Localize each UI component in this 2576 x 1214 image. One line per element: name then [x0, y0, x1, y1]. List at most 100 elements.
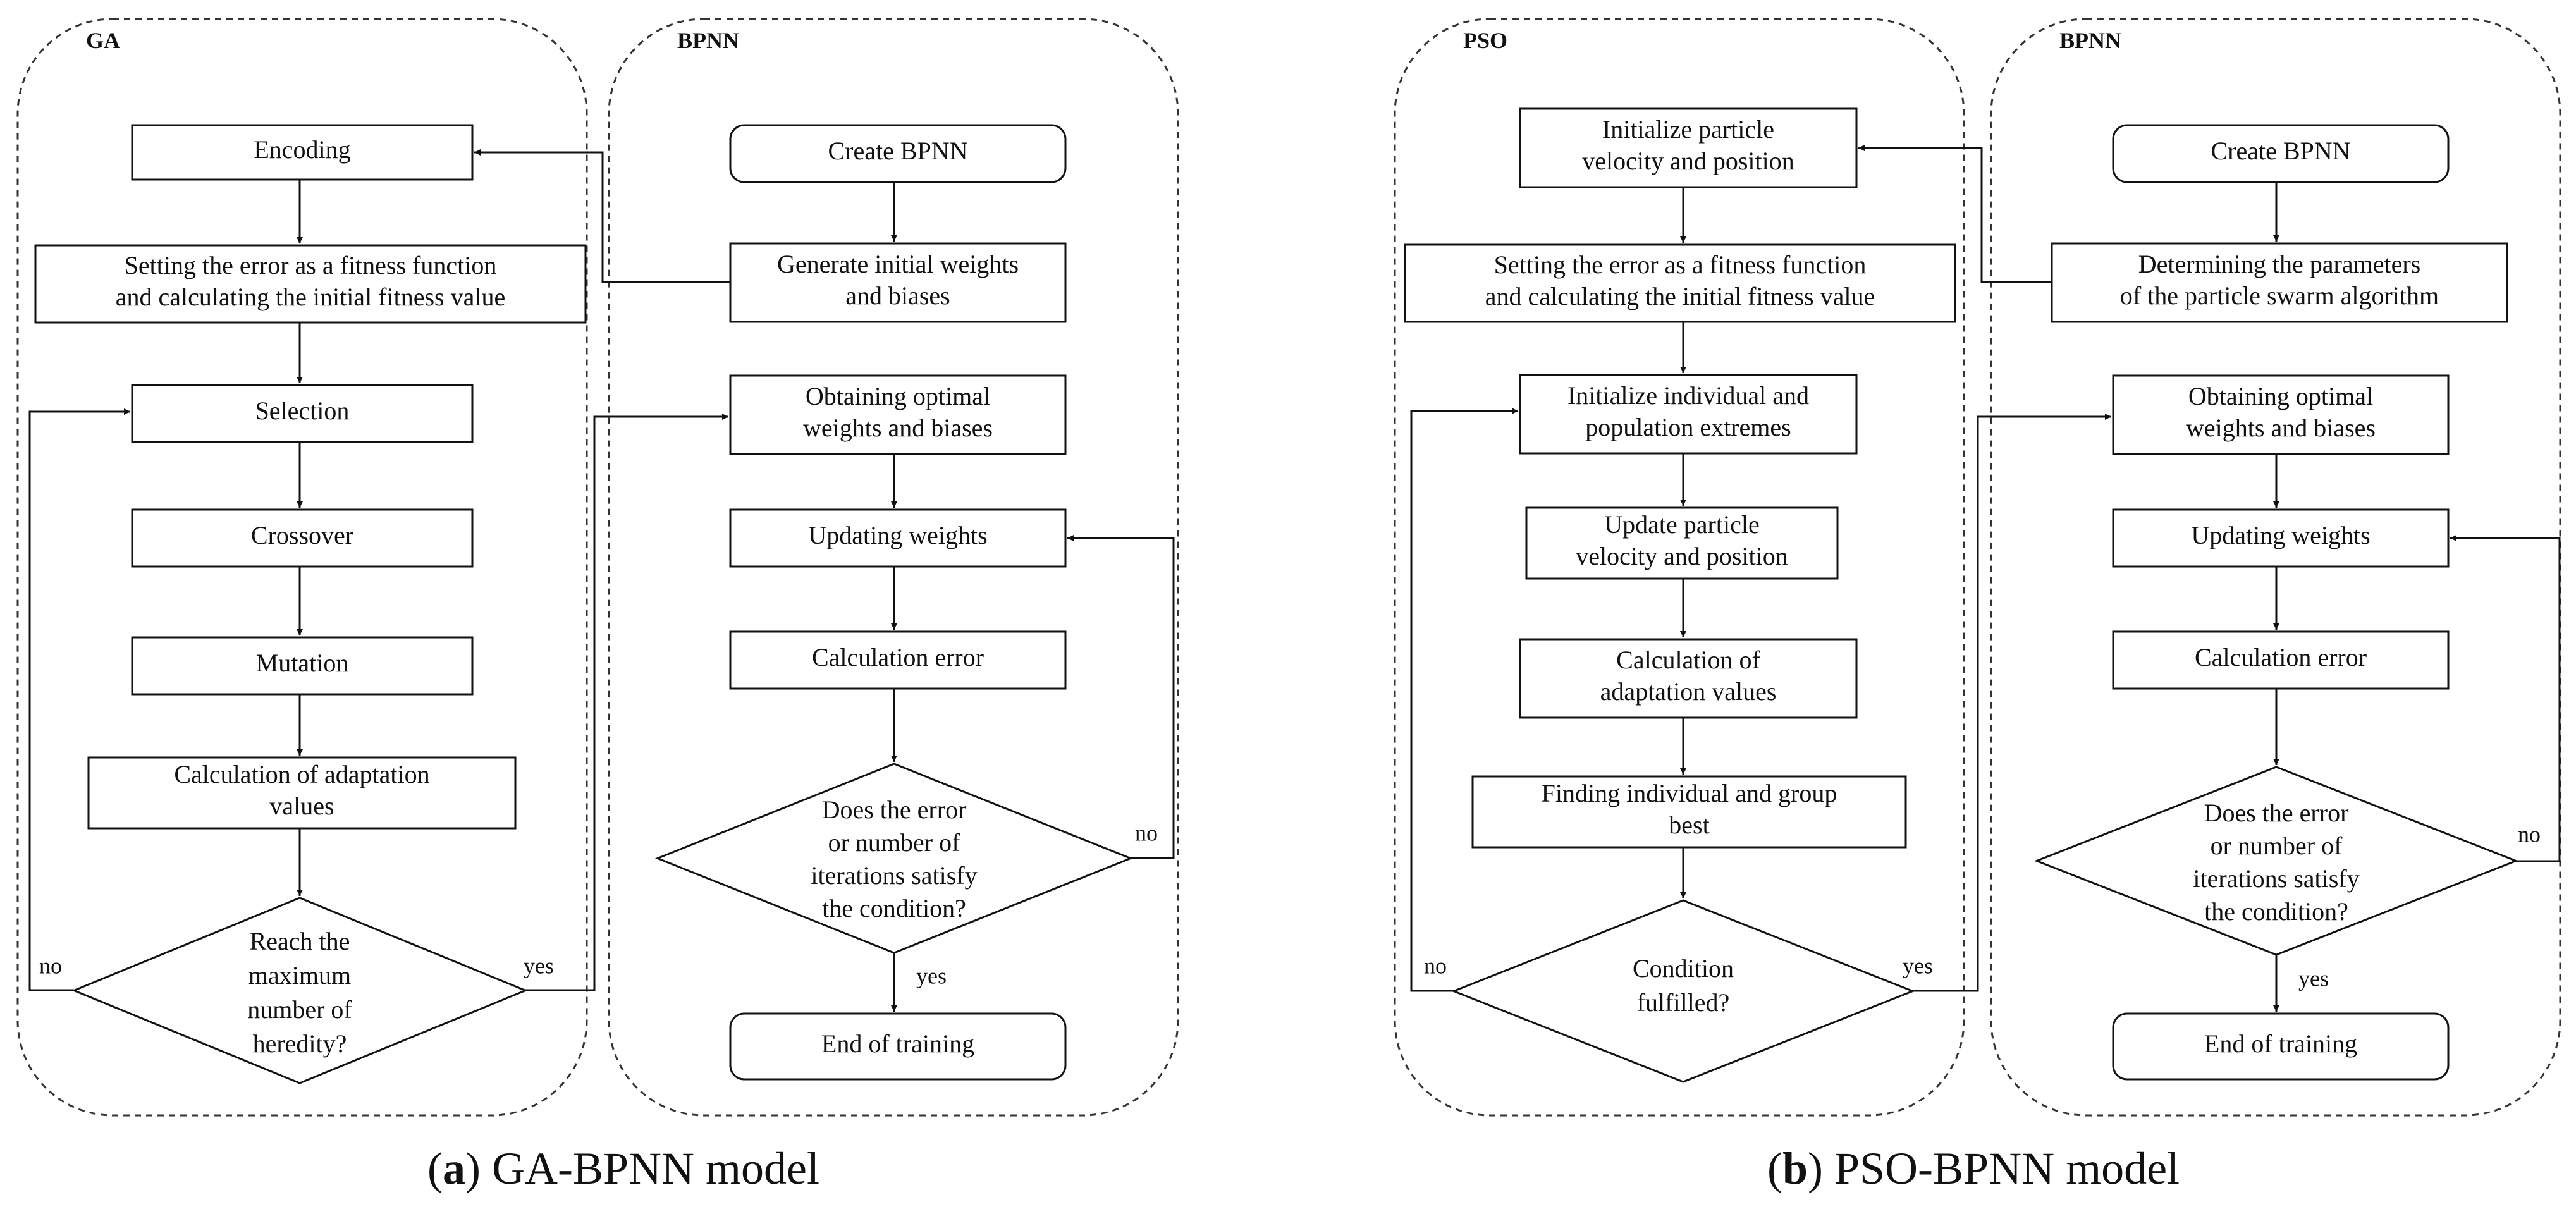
- node-calcerror-b: Calculation error: [2112, 630, 2450, 690]
- group-ga: [16, 18, 588, 1117]
- node-end-b: End of training: [2112, 1012, 2450, 1081]
- node-init-extremes-label-1: Initialize individual and: [1567, 381, 1809, 410]
- node-decision-pso-shape: [1451, 899, 1916, 1083]
- caption-a: (a) GA-BPNN model: [427, 1143, 819, 1194]
- node-end-a: End of training: [729, 1012, 1067, 1081]
- node-decision-ga-label-1: Reach the: [250, 927, 350, 955]
- node-adaptation-a-box: [87, 756, 517, 830]
- node-calcerror-a: Calculation error: [729, 630, 1067, 690]
- node-create-b-label-1: Create BPNN: [2211, 137, 2350, 165]
- node-updating-b-box: [2112, 508, 2450, 568]
- node-decision-bp-b-label-3: iterations satisfy: [2193, 864, 2359, 893]
- edge-params-initparticle: [1858, 145, 2052, 283]
- node-fitness-b: Setting the error as a fitness function a…: [1404, 243, 1956, 323]
- node-calcerror-b-label-1: Calculation error: [2195, 643, 2367, 671]
- node-generate-label-1: Generate initial weights: [777, 250, 1019, 278]
- node-fitness-a-label-1: Setting the error as a fitness function: [125, 251, 497, 279]
- node-optimal-a-label-2: weights and biases: [803, 414, 993, 442]
- node-optimal-a: Obtaining optimal weights and biases: [729, 374, 1067, 455]
- node-create-a-label-1: Create BPNN: [828, 137, 967, 165]
- edge-label-no-pso: no: [1424, 953, 1447, 978]
- edge-decision-ga-yes: [525, 414, 728, 991]
- group-bpnn-b-title: BPNN: [2059, 28, 2121, 53]
- group-ga-title: GA: [86, 28, 120, 53]
- node-adaptation-a-label-2: values: [269, 792, 334, 820]
- node-crossover-box: [131, 508, 474, 568]
- node-crossover: Crossover: [131, 508, 474, 568]
- node-encoding: Encoding: [131, 124, 474, 181]
- node-init-particle: Initialize particle velocity and position: [1519, 107, 1858, 188]
- node-adaptation-b: Calculation of adaptation values: [1519, 638, 1858, 719]
- edge-decision-ga-no: [28, 408, 130, 991]
- edge-decision-bp-no-a: [1067, 535, 1175, 859]
- node-end-b-box: [2112, 1012, 2450, 1081]
- node-init-particle-label-1: Initialize particle: [1602, 115, 1774, 144]
- edge-decision-pso-yes: [1913, 414, 2111, 992]
- node-finding-label-2: best: [1669, 811, 1709, 839]
- node-decision-ga-shape: [71, 897, 528, 1084]
- node-updating-b-label-1: Updating weights: [2191, 521, 2370, 549]
- node-mutation: Mutation: [131, 636, 474, 696]
- node-adaptation-a-label-1: Calculation of adaptation: [174, 760, 429, 788]
- node-decision-ga-label-4: heredity?: [253, 1029, 347, 1058]
- edge-label-yes-pso: yes: [1903, 953, 1933, 978]
- node-calcerror-a-box: [729, 630, 1067, 690]
- node-params: Determining the parameters of the particl…: [2051, 242, 2508, 323]
- node-decision-bp-a-shape: [654, 763, 1134, 954]
- node-init-extremes-label-2: population extremes: [1585, 413, 1791, 441]
- node-fitness-b-label-1: Setting the error as a fitness function: [1494, 250, 1867, 279]
- node-fitness-b-box: [1404, 243, 1956, 323]
- edge-label-yes-ga: yes: [524, 953, 554, 978]
- node-selection-label-1: Selection: [255, 396, 350, 425]
- node-fitness-b-label-2: and calculating the initial fitness valu…: [1485, 282, 1875, 310]
- node-adaptation-b-box: [1519, 638, 1858, 719]
- node-optimal-b-box: [2112, 374, 2450, 455]
- node-calcerror-b-box: [2112, 630, 2450, 690]
- edge-decision-pso-no: [1410, 408, 1518, 992]
- node-decision-bp-b-shape: [2033, 766, 2519, 956]
- node-decision-bp-a-label-1: Does the error: [822, 795, 967, 824]
- node-adaptation-a: Calculation of adaptation values: [87, 756, 517, 830]
- edge-label-no-bp-b: no: [2518, 821, 2541, 847]
- node-optimal-b-label-2: weights and biases: [2186, 414, 2376, 442]
- node-update-particle-label-1: Update particle: [1604, 510, 1759, 539]
- node-end-b-label-1: End of training: [2204, 1029, 2357, 1058]
- node-create-b-box: [2112, 124, 2450, 183]
- group-bpnn-a-title: BPNN: [677, 28, 739, 53]
- node-encoding-box: [131, 124, 474, 181]
- node-decision-bp-a-label-3: iterations satisfy: [811, 861, 977, 890]
- node-adaptation-b-label-1: Calculation of: [1616, 646, 1760, 674]
- node-decision-bp-b-label-2: or number of: [2211, 831, 2343, 860]
- node-finding: Finding individual and group best: [1471, 775, 1907, 849]
- group-bpnn-a: [608, 18, 1179, 1117]
- node-init-extremes-box: [1519, 374, 1858, 455]
- node-decision-bp-b-label-1: Does the error: [2204, 799, 2349, 827]
- edge-generate-encoding: [474, 149, 730, 283]
- node-create-b: Create BPNN: [2112, 124, 2450, 183]
- node-optimal-a-label-1: Obtaining optimal: [806, 382, 990, 410]
- node-init-extremes: Initialize individual and population extr…: [1519, 374, 1858, 455]
- node-decision-pso-label-2: fulfilled?: [1637, 988, 1730, 1017]
- node-updating-a: Updating weights: [729, 508, 1067, 568]
- node-decision-ga-label-2: maximum: [248, 961, 351, 990]
- group-pso-title: PSO: [1463, 28, 1507, 53]
- edge-label-no-bp-a: no: [1135, 820, 1158, 845]
- node-finding-box: [1471, 775, 1907, 849]
- node-mutation-label-1: Mutation: [256, 649, 349, 677]
- node-params-label-2: of the particle swarm algorithm: [2120, 281, 2439, 310]
- node-optimal-b-label-1: Obtaining optimal: [2188, 382, 2373, 410]
- node-init-particle-label-2: velocity and position: [1582, 147, 1794, 175]
- node-generate-box: [729, 242, 1067, 323]
- node-end-a-label-1: End of training: [821, 1029, 974, 1058]
- node-params-label-1: Determining the parameters: [2138, 250, 2420, 278]
- edge-label-no-ga: no: [39, 953, 62, 978]
- node-decision-bp-a-label-2: or number of: [828, 828, 961, 857]
- node-updating-a-box: [729, 508, 1067, 568]
- node-create-a-box: [729, 124, 1067, 183]
- node-decision-ga-label-3: number of: [247, 995, 352, 1024]
- node-decision-bp-a: Does the error or number of iterations sat…: [654, 763, 1134, 954]
- node-adaptation-b-label-2: adaptation values: [1600, 677, 1777, 706]
- edge-label-yes-bp-b: yes: [2298, 966, 2329, 991]
- node-finding-label-1: Finding individual and group: [1542, 779, 1837, 807]
